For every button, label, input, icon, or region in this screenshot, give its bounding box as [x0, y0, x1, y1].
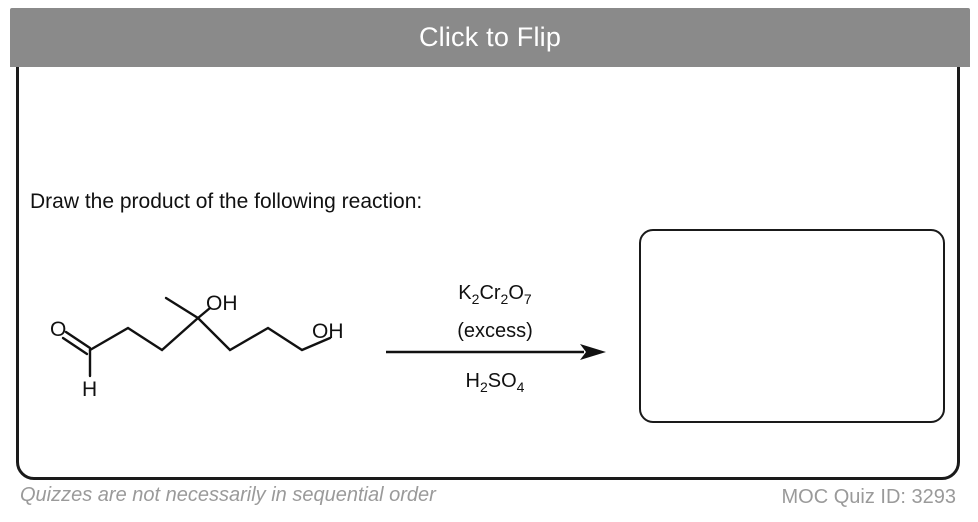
question-text: Draw the product of the following reacti… — [30, 190, 423, 213]
reactant-structure: O H OH OH — [50, 292, 344, 401]
flashcard[interactable] — [16, 14, 960, 480]
bond-co-1 — [64, 330, 92, 350]
group-oh-end: OH — [312, 320, 344, 343]
bond-methyl — [164, 296, 200, 320]
click-to-flip-bar[interactable]: Click to Flip — [10, 8, 970, 67]
reagent-oxidant: K2Cr2O7 — [458, 282, 532, 307]
carbon-chain — [88, 316, 332, 352]
product-answer-box — [639, 229, 945, 423]
sequence-note: Quizzes are not necessarily in sequentia… — [20, 484, 436, 506]
bond-oh-top — [196, 306, 212, 320]
bond-co-2 — [61, 336, 89, 356]
atom-h: H — [82, 378, 97, 401]
atom-o: O — [50, 318, 66, 341]
reagent-acid: H2SO4 — [465, 370, 525, 395]
group-oh-top: OH — [206, 292, 238, 315]
flip-label: Click to Flip — [418, 22, 562, 52]
reagent-condition: (excess) — [457, 320, 533, 342]
quiz-id: MOC Quiz ID: 3293 — [781, 486, 956, 508]
reaction-arrow — [386, 344, 606, 360]
reaction-conditions: K2Cr2O7 (excess) H2SO4 — [380, 278, 610, 408]
